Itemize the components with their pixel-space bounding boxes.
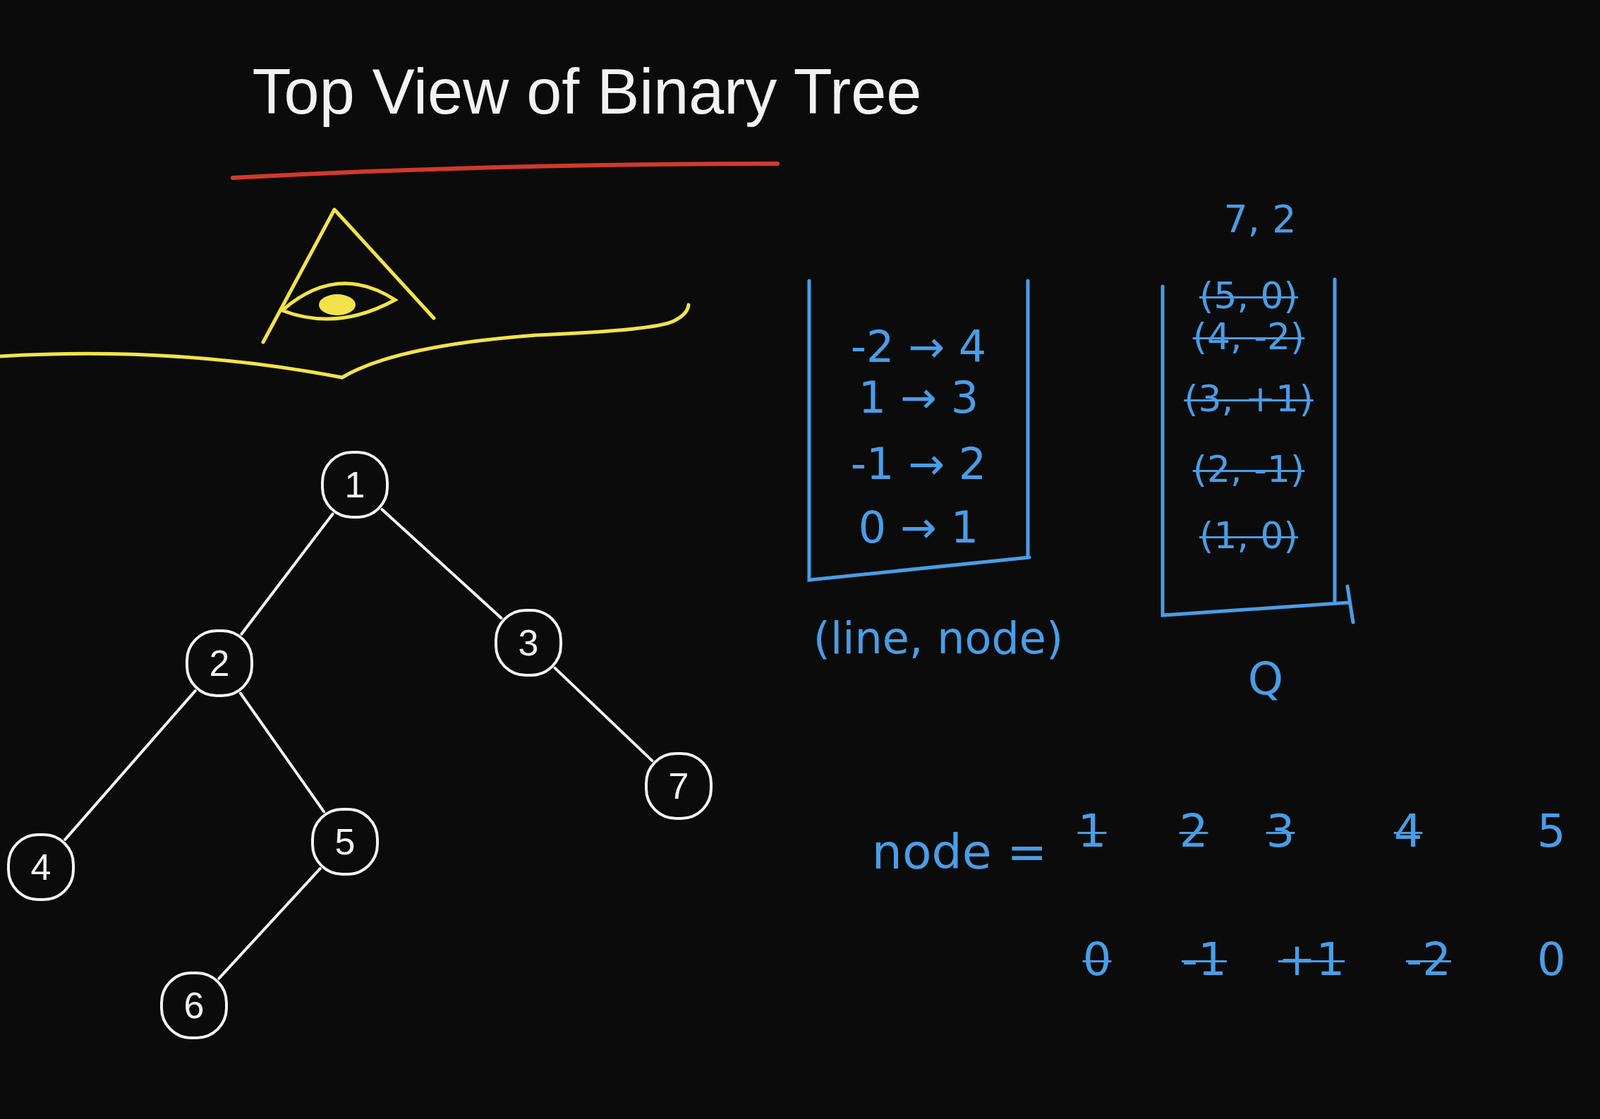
map-entry: 1 → 3	[858, 373, 979, 422]
queue-entry: (1, 0)	[1199, 515, 1299, 556]
node-value: 2	[1179, 806, 1209, 856]
title: Top View of Binary Tree	[252, 57, 923, 127]
title-underline	[232, 163, 778, 178]
node-value: 3	[1266, 806, 1296, 856]
queue-entry: (4, -2)	[1192, 316, 1306, 357]
map-entry: -2 → 4	[850, 323, 987, 372]
line-value: +1	[1278, 934, 1345, 985]
node-value: 3	[518, 621, 539, 664]
queue-entry: (5, 0)	[1199, 275, 1299, 317]
tree-edge	[240, 693, 324, 812]
queue-entry: (2, -1)	[1192, 449, 1306, 490]
node-value: 6	[184, 984, 205, 1027]
line-value: 0	[1082, 934, 1112, 985]
tree-edge	[241, 513, 333, 634]
container-lines	[809, 280, 1030, 580]
node-value: 7	[668, 764, 690, 808]
queue-entry: (3, +1)	[1183, 378, 1313, 420]
line-value: -2	[1405, 934, 1452, 985]
tree-edge	[64, 690, 195, 840]
line-value: 0	[1537, 934, 1567, 985]
node-value: 4	[1394, 806, 1423, 856]
eye-pupil	[318, 294, 356, 316]
view-line	[0, 304, 689, 378]
tree-edge	[218, 868, 320, 979]
node-value: 1	[1077, 806, 1107, 856]
node-value: 2	[209, 641, 230, 685]
node-caption: node =	[871, 826, 1047, 880]
node-value: 5	[335, 820, 356, 863]
container-lines	[1162, 279, 1354, 623]
tree-node: 2	[185, 629, 254, 698]
map-container: -2 → 41 → 3 -1 → 2 0 → 1	[806, 280, 1031, 582]
node-value: 1	[344, 463, 366, 506]
line-node-caption: (line, node)	[813, 614, 1064, 663]
queue-note: 7, 2	[1223, 198, 1296, 240]
tree-node: 6	[160, 971, 228, 1040]
queue-name: Q	[1247, 653, 1284, 704]
map-entry: -1 → 2	[850, 440, 987, 489]
node-value: 4	[31, 845, 52, 889]
eye-outline	[282, 283, 396, 319]
queue-container: (5, 0)(4, -2) (3, +1) (2, -1) (1, 0)	[1158, 265, 1358, 623]
tree-edge	[381, 509, 501, 618]
tree-node: 5	[311, 807, 379, 876]
tree-node: 7	[644, 752, 713, 820]
tree-node: 3	[494, 608, 563, 677]
node-value: 5	[1537, 806, 1567, 856]
map-entry: 0 → 1	[858, 503, 979, 552]
tree-node: 4	[7, 833, 75, 901]
tree-node: 1	[320, 450, 389, 519]
line-value: -1	[1181, 934, 1227, 985]
eye-triangle	[263, 209, 434, 343]
tree-edge	[555, 668, 653, 761]
